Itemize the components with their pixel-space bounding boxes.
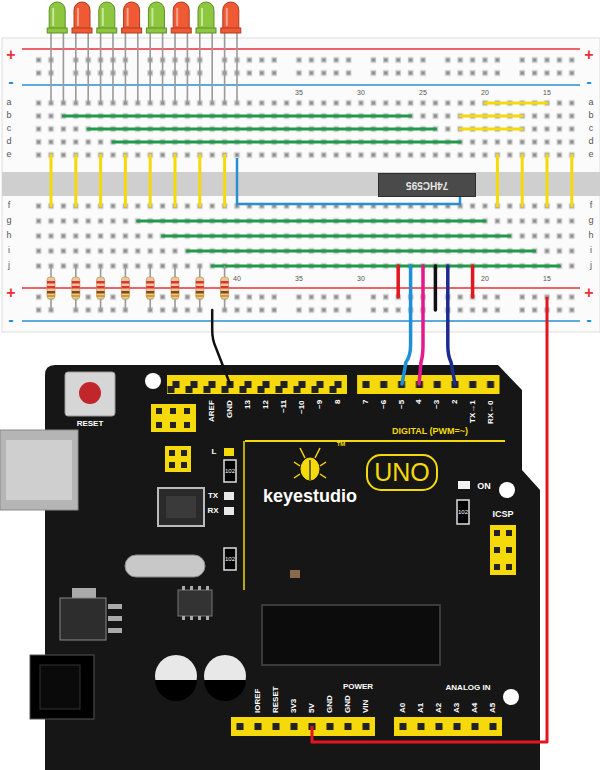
rail-sign: + xyxy=(584,284,593,302)
pin-label: A4 xyxy=(471,703,480,713)
pin-label: ~5 xyxy=(398,400,407,409)
pin-label: AREF xyxy=(208,400,217,422)
pin-label: 7 xyxy=(362,400,371,404)
row-letter: b xyxy=(6,111,11,121)
pin-label: ~10 xyxy=(298,400,307,414)
pin-label: 2 xyxy=(451,400,460,404)
pin-label: ~6 xyxy=(380,400,389,409)
pin-label: 12 xyxy=(262,400,271,409)
column-number: 15 xyxy=(543,89,551,97)
pin-label: RX←0 xyxy=(487,400,496,424)
ic-chip: 74HC595 xyxy=(378,173,476,197)
pin-label: 4 xyxy=(415,400,424,404)
row-letter: c xyxy=(589,124,594,134)
header-title: DIGITAL (PWM=~) xyxy=(392,427,468,437)
row-letter: a xyxy=(6,98,11,108)
pin-label: VIN xyxy=(362,700,371,713)
button-label: RESET xyxy=(77,420,104,429)
row-letter: f xyxy=(8,201,11,211)
rail-sign: - xyxy=(8,311,13,329)
pin-label: A5 xyxy=(489,703,498,713)
row-letter: e xyxy=(6,150,11,160)
trademark: TM xyxy=(337,441,346,448)
row-letter: d xyxy=(588,137,593,147)
pin-label: IOREF xyxy=(254,689,263,713)
pin-label: A1 xyxy=(417,703,426,713)
pin-label: RESET xyxy=(272,686,281,713)
header-title: ICSP xyxy=(492,510,513,520)
column-number: 35 xyxy=(295,89,303,97)
brand-name: keyestudio xyxy=(263,487,357,507)
pin-label: GND xyxy=(344,695,353,713)
pin-label: 5V xyxy=(308,703,317,713)
row-letter: d xyxy=(6,137,11,147)
pin-label: GND xyxy=(326,695,335,713)
led-label: L xyxy=(212,448,217,457)
row-letter: i xyxy=(8,246,10,256)
column-number: 20 xyxy=(481,275,489,283)
row-letter: g xyxy=(6,216,11,226)
led-label: RX xyxy=(207,507,218,516)
row-letter: j xyxy=(590,261,592,271)
pin-label: A2 xyxy=(435,703,444,713)
column-number: 25 xyxy=(419,89,427,97)
row-letter: e xyxy=(588,150,593,160)
column-number: 35 xyxy=(295,275,303,283)
row-letter: h xyxy=(6,231,11,241)
rail-sign: - xyxy=(586,73,591,91)
header-title: ANALOG IN xyxy=(446,684,491,693)
row-letter: b xyxy=(588,111,593,121)
resistor-code: 102 xyxy=(225,468,235,475)
pin-label: ~9 xyxy=(316,400,325,409)
header-title: POWER xyxy=(343,683,373,692)
pin-label: TX→1 xyxy=(469,400,478,423)
row-letter: g xyxy=(588,216,593,226)
rail-sign: - xyxy=(8,73,13,91)
pin-label: GND xyxy=(226,400,235,418)
row-letter: f xyxy=(590,201,593,211)
row-letter: c xyxy=(7,124,12,134)
column-number: 15 xyxy=(543,275,551,283)
pin-label: 3V3 xyxy=(290,699,299,713)
resistor-code: 102 xyxy=(458,509,468,516)
resistor-code: 102 xyxy=(225,556,235,563)
pin-label: ~3 xyxy=(433,400,442,409)
row-letter: j xyxy=(8,261,10,271)
pin-label: 13 xyxy=(244,400,253,409)
rail-sign: + xyxy=(584,46,593,64)
pin-label: A0 xyxy=(399,703,408,713)
led-label: ON xyxy=(477,482,491,492)
chip-label: 74HC595 xyxy=(406,180,448,191)
board-model: UNO xyxy=(374,459,430,487)
column-number: 20 xyxy=(481,89,489,97)
row-letter: a xyxy=(588,98,593,108)
rail-sign: + xyxy=(6,284,15,302)
row-letter: i xyxy=(590,246,592,256)
rail-sign: + xyxy=(6,46,15,64)
column-number: 30 xyxy=(357,275,365,283)
column-number: 30 xyxy=(357,89,365,97)
row-letter: h xyxy=(588,231,593,241)
pin-label: ~11 xyxy=(280,400,289,413)
led-label: TX xyxy=(208,492,218,501)
pin-label: A3 xyxy=(453,703,462,713)
rail-sign: - xyxy=(586,311,591,329)
column-number: 40 xyxy=(233,275,241,283)
pin-label: 8 xyxy=(334,400,343,404)
